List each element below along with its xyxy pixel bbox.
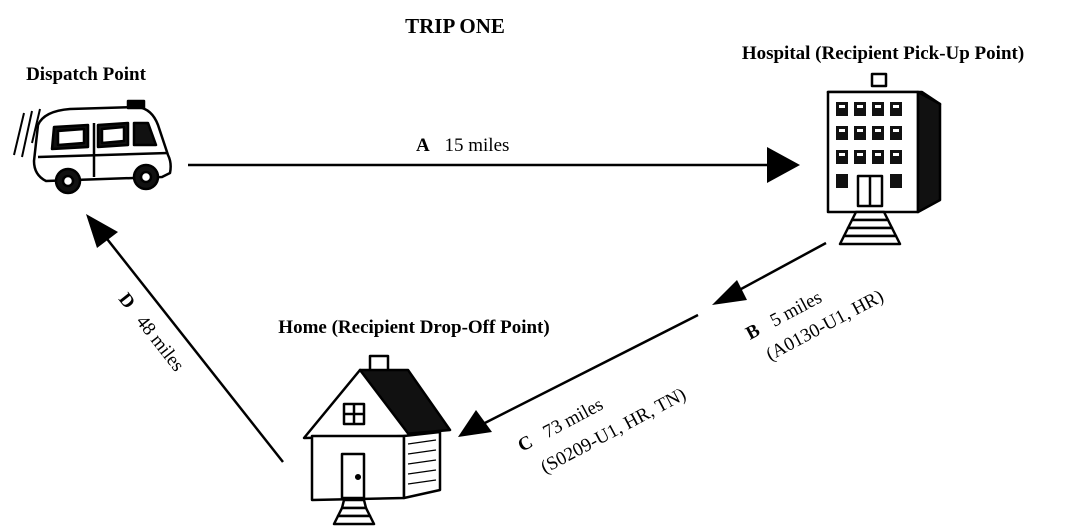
leg-b-letter: B bbox=[742, 320, 763, 345]
leg-b-arrow bbox=[712, 241, 827, 305]
leg-d-distance: 48 miles bbox=[132, 312, 189, 376]
leg-a-distance: 15 miles bbox=[444, 135, 509, 156]
hospital-building-icon bbox=[826, 72, 942, 246]
leg-d-arrow bbox=[86, 214, 284, 463]
svg-text:A 15 miles: A 15 miles bbox=[416, 135, 509, 156]
leg-d-letter: D bbox=[114, 289, 139, 313]
svg-text:D 48 miles: D 48 miles bbox=[114, 289, 188, 376]
hospital-label: Hospital (Recipient Pick-Up Point) bbox=[742, 43, 1024, 64]
leg-c-arrow bbox=[458, 313, 699, 437]
leg-a-letter: A bbox=[416, 135, 430, 156]
home-label: Home (Recipient Drop-Off Point) bbox=[278, 317, 549, 338]
leg-c-letter: C bbox=[514, 431, 536, 456]
diagram-title: TRIP ONE bbox=[405, 14, 505, 38]
ambulance-van-icon bbox=[13, 99, 172, 195]
dispatch-label: Dispatch Point bbox=[26, 64, 146, 85]
house-icon bbox=[302, 354, 452, 526]
leg-a-arrow bbox=[188, 147, 800, 183]
